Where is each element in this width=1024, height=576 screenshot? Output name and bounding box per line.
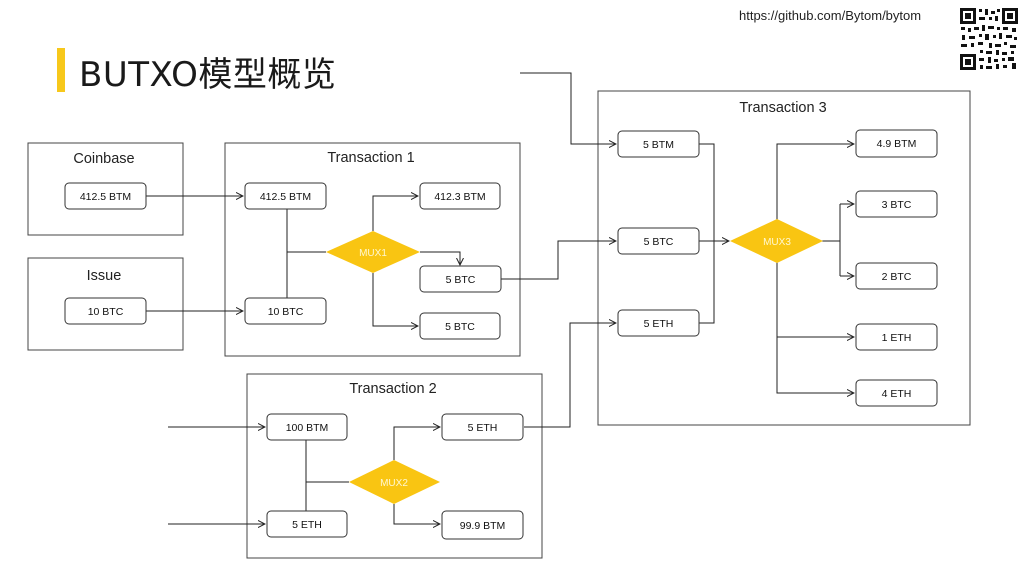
mux2-label: MUX2 bbox=[380, 478, 408, 489]
node-tx3-in3-label: 5 ETH bbox=[644, 318, 674, 330]
mux3-label: MUX3 bbox=[763, 237, 791, 248]
title-accent-bar bbox=[57, 48, 65, 92]
edge-mux2-out2 bbox=[393, 504, 440, 524]
node-tx3-out-2-btc bbox=[855, 262, 938, 290]
node-tx2-in1-label: 100 BTM bbox=[286, 422, 329, 434]
transaction-1-group bbox=[224, 142, 521, 357]
node-tx3-in-5-eth bbox=[617, 309, 700, 337]
edge-tx3-in-merge bbox=[699, 143, 715, 324]
node-tx2-in-100-btm bbox=[266, 413, 348, 441]
edge-tx2-to-tx3 bbox=[524, 323, 616, 428]
node-tx3-in1-label: 5 BTM bbox=[643, 139, 674, 151]
node-tx1-out3-label: 5 BTC bbox=[445, 321, 475, 333]
node-issue-10-btc bbox=[64, 297, 147, 325]
node-tx2-out1-label: 5 ETH bbox=[468, 422, 498, 434]
node-tx3-out-4-eth bbox=[855, 379, 938, 407]
node-tx1-out1-label: 412.3 BTM bbox=[434, 191, 485, 203]
node-tx1-out-5-btc-a bbox=[419, 265, 502, 293]
node-tx2-out-5-eth bbox=[441, 413, 524, 441]
edge-mux1-out1 bbox=[372, 196, 418, 231]
transaction-2-label: Transaction 2 bbox=[349, 381, 436, 397]
node-tx3-out3-label: 2 BTC bbox=[882, 271, 912, 283]
coinbase-group-label: Coinbase bbox=[73, 151, 134, 167]
edge-tx1-to-tx3 bbox=[501, 241, 616, 280]
node-tx3-out1-label: 4.9 BTM bbox=[877, 138, 917, 150]
node-tx3-out2-label: 3 BTC bbox=[882, 199, 912, 211]
issue-group bbox=[27, 257, 184, 351]
edge-external-to-tx3 bbox=[520, 72, 616, 144]
node-tx3-out-4-9-btm bbox=[855, 129, 938, 158]
qr-code-icon bbox=[959, 7, 1019, 71]
repo-url[interactable]: https://github.com/Bytom/bytom bbox=[739, 8, 922, 23]
node-tx3-in-5-btc bbox=[617, 227, 700, 255]
transaction-3-label: Transaction 3 bbox=[739, 100, 826, 116]
node-tx1-in2-label: 10 BTC bbox=[268, 306, 304, 318]
mux3-diamond bbox=[730, 219, 823, 263]
node-tx2-in-5-eth bbox=[266, 510, 348, 538]
edge-mux3-out4 bbox=[776, 260, 854, 393]
transaction-2-group bbox=[246, 373, 543, 559]
mux1-diamond bbox=[326, 231, 420, 273]
edge-mux2-out1 bbox=[393, 427, 440, 460]
node-tx1-out-5-btc-b bbox=[419, 312, 501, 340]
transaction-1-label: Transaction 1 bbox=[327, 150, 414, 166]
edge-mux3-out1 bbox=[776, 144, 854, 222]
edge-mux1-out2 bbox=[420, 251, 460, 265]
node-tx1-in-412-5-btm bbox=[244, 182, 327, 210]
node-coinbase-412-5-btm bbox=[64, 182, 147, 210]
coinbase-group bbox=[27, 142, 184, 236]
transaction-3-group bbox=[597, 90, 971, 426]
node-tx3-out4-label: 1 ETH bbox=[882, 332, 912, 344]
mux2-diamond bbox=[349, 460, 440, 504]
node-issue-label: 10 BTC bbox=[88, 306, 124, 318]
node-tx2-out-99-9-btm bbox=[441, 510, 524, 540]
node-tx2-out2-label: 99.9 BTM bbox=[460, 520, 506, 532]
mux1-label: MUX1 bbox=[359, 248, 387, 259]
node-tx1-in1-label: 412.5 BTM bbox=[260, 191, 311, 203]
node-tx3-out-1-eth bbox=[855, 323, 938, 351]
node-tx2-in2-label: 5 ETH bbox=[292, 519, 322, 531]
node-tx1-out-412-3-btm bbox=[419, 182, 501, 210]
node-tx3-out5-label: 4 ETH bbox=[882, 388, 912, 400]
edge-mux1-out3 bbox=[372, 273, 418, 326]
node-coinbase-label: 412.5 BTM bbox=[80, 191, 131, 203]
node-tx3-out-3-btc bbox=[855, 190, 938, 218]
node-tx3-in-5-btm bbox=[617, 130, 700, 158]
node-tx1-in-10-btc bbox=[244, 297, 327, 325]
issue-group-label: Issue bbox=[87, 268, 122, 284]
page-title: BUTXO模型概览 bbox=[79, 55, 337, 95]
node-tx3-in2-label: 5 BTC bbox=[644, 236, 674, 248]
node-tx1-out2-label: 5 BTC bbox=[446, 274, 476, 286]
